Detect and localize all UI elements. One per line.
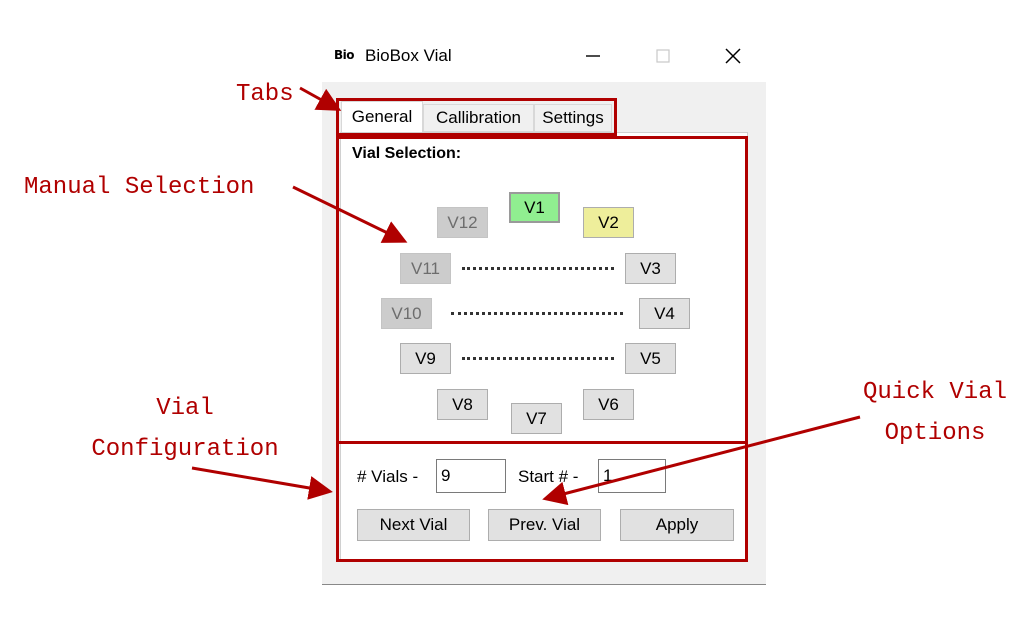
annotation-vial-configuration: Vial Configuration (80, 388, 290, 470)
annotation-tabs: Tabs (236, 81, 294, 108)
quick-vial-options-arrow (542, 415, 861, 506)
start-number-label: Start # - (518, 467, 579, 486)
app-logo: Bio (334, 48, 355, 62)
vials-count-input[interactable] (436, 459, 506, 493)
maximize-icon (656, 49, 670, 63)
vial-configuration-highlight-box (336, 441, 748, 562)
dotted-divider (462, 357, 614, 360)
manual-selection-arrow (292, 185, 408, 243)
tabs-arrow (299, 86, 342, 111)
vial-selection-label: Vial Selection: (352, 145, 462, 162)
annotation-quick-vial-options: Quick Vial Options (855, 372, 1015, 454)
window-title: BioBox Vial (365, 46, 452, 65)
vial-button-v7[interactable]: V7 (511, 403, 562, 434)
prev-vial-button[interactable]: Prev. Vial (488, 509, 601, 541)
tab-callibration[interactable]: Callibration (423, 104, 534, 132)
next-vial-button[interactable]: Next Vial (357, 509, 470, 541)
dotted-divider (462, 267, 614, 270)
tab-settings[interactable]: Settings (534, 104, 612, 132)
annotation-manual-selection: Manual Selection (24, 174, 255, 201)
vial-configuration-arrow (191, 466, 333, 500)
vials-count-label: # Vials - (357, 467, 419, 486)
annotation-quick-vial-options-line2: Options (884, 420, 986, 447)
vial-button-v12[interactable]: V12 (437, 207, 488, 238)
close-button[interactable] (710, 36, 756, 76)
vial-button-v3[interactable]: V3 (625, 253, 676, 284)
apply-button[interactable]: Apply (620, 509, 734, 541)
minimize-button[interactable] (570, 36, 616, 76)
vial-button-v11[interactable]: V11 (400, 253, 451, 284)
vial-button-v2[interactable]: V2 (583, 207, 634, 238)
annotation-vial-configuration-line2: Configuration (91, 436, 279, 463)
vial-button-v4[interactable]: V4 (639, 298, 690, 329)
vial-button-v6[interactable]: V6 (583, 389, 634, 420)
vial-button-v1[interactable]: V1 (509, 192, 560, 223)
annotation-quick-vial-options-line1: Quick Vial (862, 379, 1008, 406)
minimize-icon (586, 55, 600, 57)
close-icon (725, 48, 741, 64)
vial-button-v10[interactable]: V10 (381, 298, 432, 329)
vial-button-v9[interactable]: V9 (400, 343, 451, 374)
title-bar (322, 32, 766, 82)
annotation-vial-configuration-line1: Vial (156, 395, 214, 422)
maximize-button[interactable] (640, 36, 686, 76)
tab-general[interactable]: General (341, 101, 423, 132)
dotted-divider (451, 312, 623, 315)
vial-button-v5[interactable]: V5 (625, 343, 676, 374)
tabs-highlight-box (336, 98, 617, 136)
vial-button-v8[interactable]: V8 (437, 389, 488, 420)
